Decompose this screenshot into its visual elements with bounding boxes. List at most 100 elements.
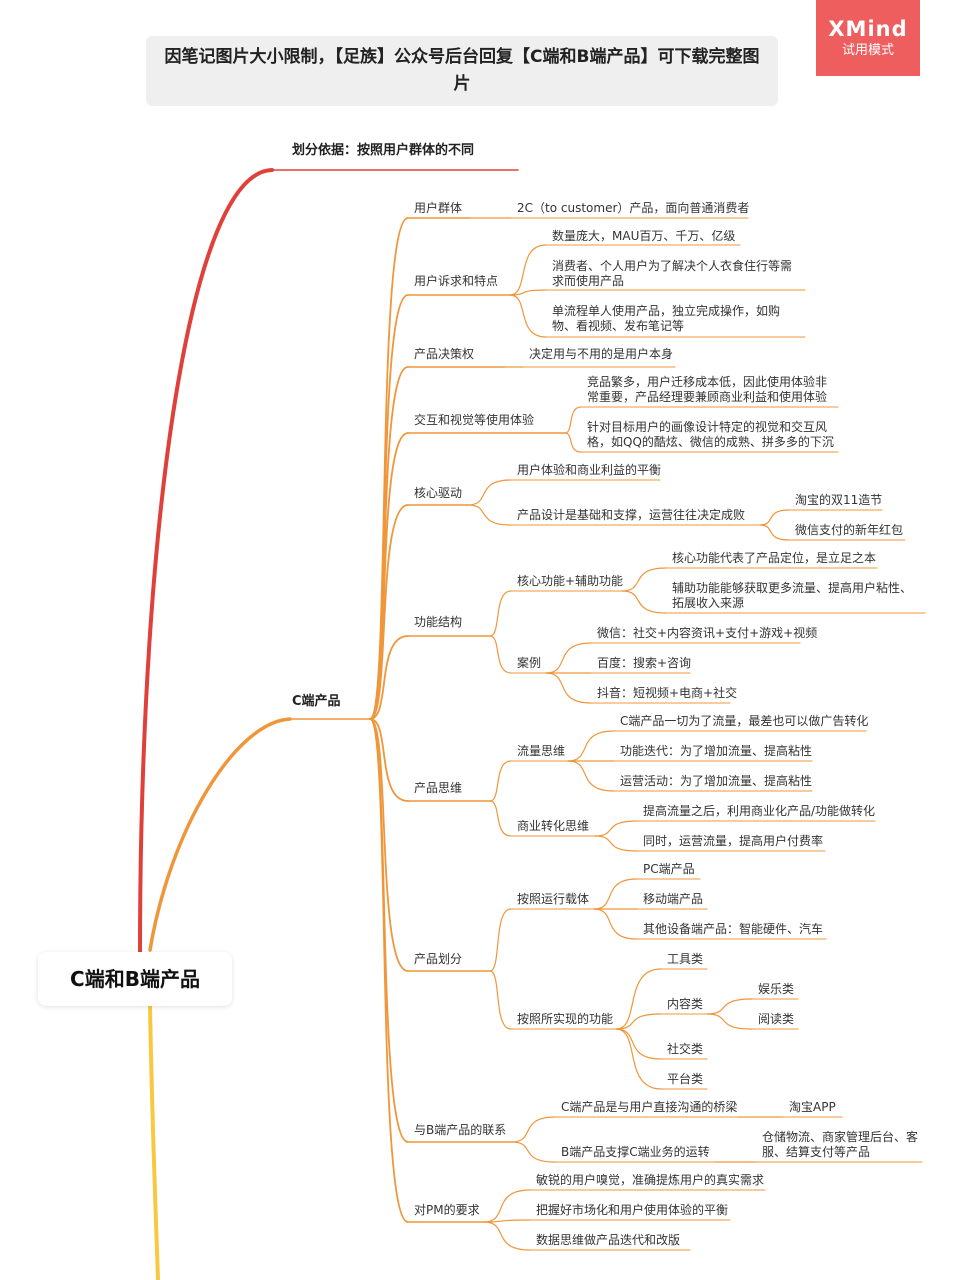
topic-c-bridge-example[interactable]: 淘宝APP — [789, 1100, 836, 1114]
topic-content-item[interactable]: 娱乐类 — [758, 982, 795, 996]
topic-product-division[interactable]: 产品划分 — [414, 952, 463, 966]
topic-carrier[interactable]: 按照运行载体 — [517, 892, 590, 906]
topic-appeal-item[interactable]: 消费者、个人用户为了解决个人衣食住行等需求而使用产品 — [552, 259, 793, 288]
topic-cases[interactable]: 案例 — [517, 656, 542, 670]
connector-line — [615, 1028, 662, 1060]
topic-b-support-example[interactable]: 仓储物流、商家管理后台、客服、结算支付等产品 — [762, 1130, 919, 1159]
connector-line — [594, 820, 638, 837]
topic-division-basis[interactable]: 划分依据：按照用户群体的不同 — [292, 143, 475, 158]
topic-monetize-item[interactable]: 提高流量之后，利用商业化产品/功能做转化 — [643, 804, 876, 818]
connector-line — [545, 642, 592, 674]
topic-c-product[interactable]: C端产品 — [292, 694, 341, 709]
connector-line — [511, 1116, 556, 1143]
connector-line — [483, 1221, 531, 1251]
topic-ux-item[interactable]: 针对目标用户的画像设计特定的视觉和交互风格，如QQ的酷炫、微信的成熟、拼多多的下… — [587, 420, 834, 449]
topic-case-item[interactable]: 微信：社交+内容资讯+支付+游戏+视频 — [597, 626, 818, 640]
topic-core-balance[interactable]: 用户体验和商业利益的平衡 — [517, 463, 662, 477]
xmind-trial-badge: XMind 试用模式 — [816, 0, 920, 76]
topic-pm-item[interactable]: 把握好市场化和用户使用体验的平衡 — [536, 1203, 729, 1217]
connector-line — [567, 760, 615, 792]
topic-tools[interactable]: 工具类 — [667, 952, 704, 966]
topic-decision[interactable]: 产品决策权 — [414, 347, 475, 361]
topic-carrier-item[interactable]: 移动端产品 — [643, 892, 704, 906]
connector-line — [564, 432, 582, 453]
connector-line — [369, 718, 409, 1223]
connector-line — [759, 509, 790, 526]
connector-line — [615, 1028, 662, 1090]
topic-pm-item[interactable]: 敏锐的用户嗅觉，准确提炼用户的真实需求 — [536, 1173, 765, 1187]
topic-user-appeal[interactable]: 用户诉求和特点 — [414, 274, 499, 288]
branch-red — [138, 168, 274, 954]
topic-traffic-item[interactable]: 运营活动：为了增加流量、提高粘性 — [620, 774, 813, 788]
topic-case-item[interactable]: 百度：搜索+咨询 — [597, 656, 692, 670]
topic-core-example[interactable]: 淘宝的双11造节 — [795, 493, 883, 507]
topic-appeal-item[interactable]: 数量庞大，MAU百万、千万、亿级 — [552, 229, 736, 243]
connector-line — [489, 590, 512, 637]
connector-line — [615, 968, 662, 1030]
connector-line — [483, 1219, 531, 1223]
topic-core-design[interactable]: 产品设计是基础和支撑，运营往往决定成败 — [517, 508, 746, 522]
topic-traffic-item[interactable]: 功能迭代：为了增加流量、提高粘性 — [620, 744, 813, 758]
topic-user-group-value[interactable]: 2C（to customer）产品，面向普通消费者 — [517, 201, 750, 215]
connector-line — [593, 908, 638, 940]
branch-yellow — [148, 1004, 160, 1280]
topic-case-item[interactable]: 抖音：短视频+电商+社交 — [597, 686, 738, 700]
badge-brand: XMind — [828, 17, 908, 41]
connector-line — [706, 998, 753, 1015]
topic-decision-value[interactable]: 决定用与不用的是用户本身 — [529, 347, 674, 361]
topic-social[interactable]: 社交类 — [667, 1042, 704, 1056]
topic-platform[interactable]: 平台类 — [667, 1072, 704, 1086]
connector-line — [489, 970, 512, 1030]
connector-line — [467, 479, 512, 506]
topic-content[interactable]: 内容类 — [667, 997, 704, 1011]
topic-pm[interactable]: 对PM的要求 — [414, 1203, 480, 1217]
connector-line — [706, 1013, 753, 1030]
connector-line — [369, 504, 409, 720]
connector-line — [369, 718, 409, 972]
topic-thinking[interactable]: 产品思维 — [414, 781, 463, 795]
topic-core-aux[interactable]: 核心功能+辅助功能 — [517, 574, 624, 588]
connector-line — [509, 244, 547, 296]
topic-function[interactable]: 按照所实现的功能 — [517, 1012, 614, 1026]
topic-core-aux-item[interactable]: 辅助功能能够获取更多流量、提高用户粘性、拓展收入来源 — [672, 581, 913, 610]
topic-ux-item[interactable]: 竞品繁多，用户迁移成本低，因此使用体验非常重要，产品经理要兼顾商业利益和使用体验 — [587, 375, 828, 404]
topic-b-support[interactable]: B端产品支撑C端业务的运转 — [561, 1145, 710, 1159]
topic-content-item[interactable]: 阅读类 — [758, 1012, 795, 1026]
topic-monetize-item[interactable]: 同时，运营流量，提高用户付费率 — [643, 834, 824, 848]
connector-line — [593, 878, 638, 910]
connector-line — [567, 730, 615, 762]
connector-line — [509, 289, 547, 296]
topic-traffic[interactable]: 流量思维 — [517, 744, 566, 758]
connector-line — [621, 590, 667, 614]
topic-c-bridge[interactable]: C端产品是与用户直接沟通的桥梁 — [561, 1100, 738, 1114]
connector-line — [369, 366, 409, 720]
topic-user-group[interactable]: 用户群体 — [414, 201, 463, 215]
root-topic[interactable]: C端和B端产品 — [38, 952, 232, 1006]
connector-line — [615, 1013, 662, 1030]
connector-line — [511, 1141, 556, 1163]
connector-line — [369, 635, 409, 720]
badge-mode: 试用模式 — [841, 43, 894, 58]
branch-orange — [148, 717, 292, 952]
topic-core-driver[interactable]: 核心驱动 — [414, 486, 463, 500]
topic-core-example[interactable]: 微信支付的新年红包 — [795, 523, 904, 537]
topic-carrier-item[interactable]: PC端产品 — [643, 862, 695, 876]
connector-line — [621, 567, 667, 592]
connector-line — [369, 217, 409, 720]
topic-core-aux-item[interactable]: 核心功能代表了产品定位，是立足之本 — [672, 551, 877, 565]
connector-line — [483, 1189, 531, 1223]
topic-monetize[interactable]: 商业转化思维 — [517, 819, 590, 833]
topic-appeal-item[interactable]: 单流程单人使用产品，独立完成操作，如购物、看视频、发布笔记等 — [552, 304, 781, 333]
connector-line — [369, 718, 409, 802]
connector-line — [594, 835, 638, 852]
connector-line — [489, 635, 512, 674]
topic-carrier-item[interactable]: 其他设备端产品：智能硬件、汽车 — [643, 922, 824, 936]
topic-pm-item[interactable]: 数据思维做产品迭代和改版 — [536, 1233, 681, 1247]
topic-ux[interactable]: 交互和视觉等使用体验 — [414, 413, 535, 427]
topic-b-relation[interactable]: 与B端产品的联系 — [414, 1123, 507, 1137]
topic-traffic-item[interactable]: C端产品一切为了流量，最差也可以做广告转化 — [620, 714, 869, 728]
connector-line — [759, 524, 790, 541]
topic-structure[interactable]: 功能结构 — [414, 615, 463, 629]
notice-text: 因笔记图片大小限制，【足族】公众号后台回复【C端和B端产品】可下载完整图片 — [164, 47, 760, 94]
